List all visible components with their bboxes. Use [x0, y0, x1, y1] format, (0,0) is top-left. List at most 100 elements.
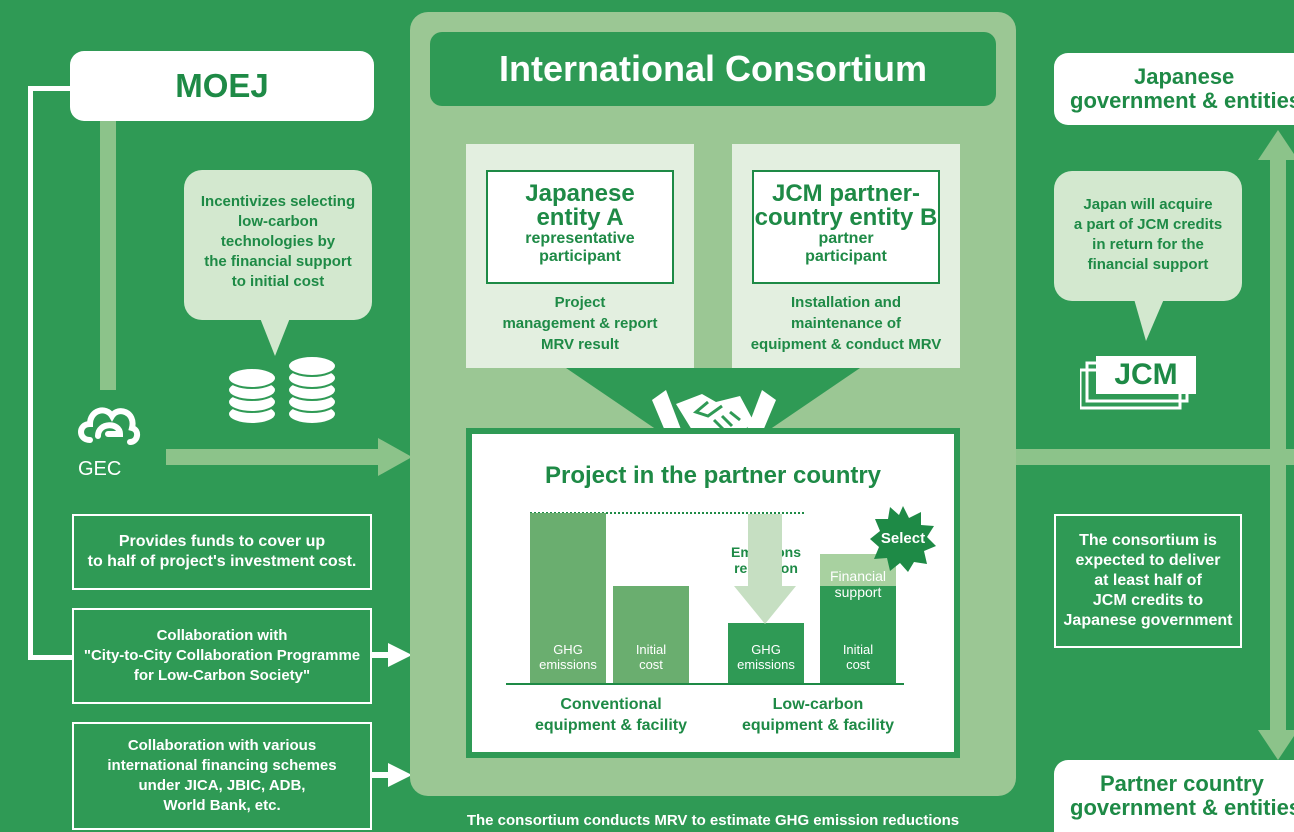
- partner-gov-box: Partner country government & entities: [1054, 760, 1294, 832]
- bar-conventional-cost: [613, 586, 689, 683]
- collab-city-arrow-head: [388, 643, 412, 667]
- collab-connector-horizontal: [28, 655, 72, 660]
- entity-a-desc-line: MRV result: [540, 336, 620, 353]
- moej-connector-line: [28, 86, 72, 91]
- moej-title: MOEJ: [175, 67, 269, 104]
- select-badge-label: Select: [880, 530, 926, 547]
- financial-support-line: Financial: [829, 568, 887, 584]
- bar-label-line: Initial: [842, 642, 874, 657]
- jcm-bubble-line: Japan will acquire: [1083, 196, 1213, 213]
- entity-b-desc-line: equipment & conduct MRV: [750, 336, 942, 353]
- incentive-line: Incentivizes selecting: [200, 193, 356, 210]
- bar-label-line: GHG: [751, 642, 781, 657]
- entity-b-title: JCM partner-: [771, 180, 921, 207]
- japan-gov-line: government & entities: [1070, 88, 1294, 113]
- jcm-credits-icon: [1080, 356, 1196, 410]
- bar-label-line: cost: [846, 657, 870, 672]
- funds-line: Provides funds to cover up: [118, 533, 326, 550]
- reference-dotted-line: [530, 512, 804, 514]
- collab-finance-line: World Bank, etc.: [163, 797, 281, 814]
- consortium-footer: The consortium conducts MRV to estimate …: [466, 812, 960, 829]
- bar-label-line: Initial: [635, 642, 667, 657]
- entity-a-desc-line: Project: [554, 294, 606, 311]
- deliver-line: The consortium is: [1079, 532, 1217, 549]
- partner-gov-line: government & entities: [1070, 795, 1294, 820]
- collab-finance-line: under JICA, JBIC, ADB,: [138, 777, 306, 794]
- entity-a-desc: Project management & report MRV result: [466, 292, 694, 355]
- lowcarbon-group-line: Low-carbon: [772, 696, 864, 713]
- collab-city-line: for Low-Carbon Society": [133, 667, 311, 684]
- collab-finance-arrow-shaft: [372, 772, 390, 778]
- collab-finance-line: Collaboration with various: [127, 737, 317, 754]
- bar-financial-support: [820, 554, 896, 586]
- project-chart: GHG emissions Initial cost GHG emissions…: [472, 434, 954, 752]
- bar-label-line: GHG: [553, 642, 583, 657]
- entity-b-desc-line: maintenance of: [790, 315, 902, 332]
- incentive-line: technologies by: [220, 233, 336, 250]
- jcm-logo-text: JCM: [1114, 358, 1178, 391]
- deliver-line: at least half of: [1094, 572, 1202, 589]
- jcm-bubble-line: a part of JCM credits: [1073, 216, 1223, 233]
- entity-a-role: participant: [539, 248, 621, 265]
- jcm-bubble: Japan will acquire a part of JCM credits…: [1054, 171, 1242, 301]
- consortium-title: International Consortium: [498, 48, 927, 89]
- collab-finance-arrow-head: [388, 763, 412, 787]
- gec-label: GEC: [78, 458, 122, 480]
- bar-label-conventional-cost: Initial cost: [613, 642, 689, 672]
- incentive-bubble-tail: [260, 318, 290, 356]
- financial-support-line: support: [834, 584, 882, 600]
- select-badge-icon: [870, 506, 936, 572]
- deliver-line: Japanese government: [1063, 612, 1233, 629]
- collab-city-line: Collaboration with: [156, 627, 288, 644]
- incentive-line: to initial cost: [231, 273, 325, 290]
- deliver-line: JCM credits to: [1092, 592, 1204, 609]
- incentive-bubble: Incentivizes selecting low-carbon techno…: [184, 170, 372, 320]
- coins-icon: [227, 355, 337, 425]
- incentive-line: the financial support: [204, 253, 352, 270]
- funds-box: Provides funds to cover up to half of pr…: [72, 514, 372, 590]
- up-arrow-head: [1258, 130, 1294, 160]
- conventional-group-label: Conventional equipment & facility: [516, 694, 706, 736]
- japan-gov-box: Japanese government & entities: [1054, 53, 1294, 125]
- bar-lowcarbon-ghg: [728, 623, 804, 683]
- conventional-group-line: equipment & facility: [534, 717, 688, 734]
- right-connector-horizontal: [1016, 449, 1294, 465]
- entity-a-role: representative: [525, 230, 635, 247]
- consortium-title-box: International Consortium: [430, 32, 996, 106]
- collab-city-arrow-shaft: [372, 652, 390, 658]
- jcm-bubble-tail: [1134, 299, 1164, 341]
- bar-conventional-ghg: [530, 513, 606, 683]
- entity-b-role: participant: [805, 248, 887, 265]
- gec-cloud-icon: [78, 407, 140, 445]
- right-vertical-line: [1270, 154, 1286, 734]
- gec-arrow-shaft: [166, 449, 382, 465]
- collab-finance-line: international financing schemes: [107, 757, 337, 774]
- conventional-group-line: Conventional: [560, 696, 662, 713]
- incentive-line: low-carbon: [237, 213, 318, 230]
- entity-a-title: Japanese: [525, 180, 635, 207]
- bar-label-line: emissions: [737, 657, 795, 672]
- chart-baseline: [506, 683, 904, 685]
- japan-gov-line: Japanese: [1134, 64, 1235, 89]
- down-arrow-head: [1258, 730, 1294, 760]
- collab-city-line: "City-to-City Collaboration Programme: [83, 647, 361, 664]
- project-title: Project in the partner country: [544, 462, 882, 489]
- lowcarbon-group-line: equipment & facility: [741, 717, 895, 734]
- entity-b-box: JCM partner- country entity B partner pa…: [752, 170, 940, 284]
- emissions-reduction-arrow: [734, 514, 796, 624]
- moej-box: MOEJ: [70, 51, 374, 121]
- entity-a-title: entity A: [536, 204, 624, 231]
- entity-a-desc-line: management & report: [502, 315, 658, 332]
- collab-city-box: Collaboration with "City-to-City Collabo…: [72, 608, 372, 704]
- jcm-bubble-line: in return for the: [1092, 236, 1204, 253]
- deliver-line: expected to deliver: [1075, 552, 1221, 569]
- lowcarbon-group-label: Low-carbon equipment & facility: [718, 694, 918, 736]
- entity-b-role: partner: [818, 230, 874, 247]
- moej-gec-line: [100, 120, 116, 390]
- bar-label-line: cost: [639, 657, 663, 672]
- moej-connector-vertical: [28, 86, 33, 660]
- jcm-bubble-line: financial support: [1087, 256, 1209, 273]
- bar-label-line: emissions: [539, 657, 597, 672]
- partnership-funnel: [566, 368, 860, 432]
- entity-b-title: country entity B: [754, 204, 938, 231]
